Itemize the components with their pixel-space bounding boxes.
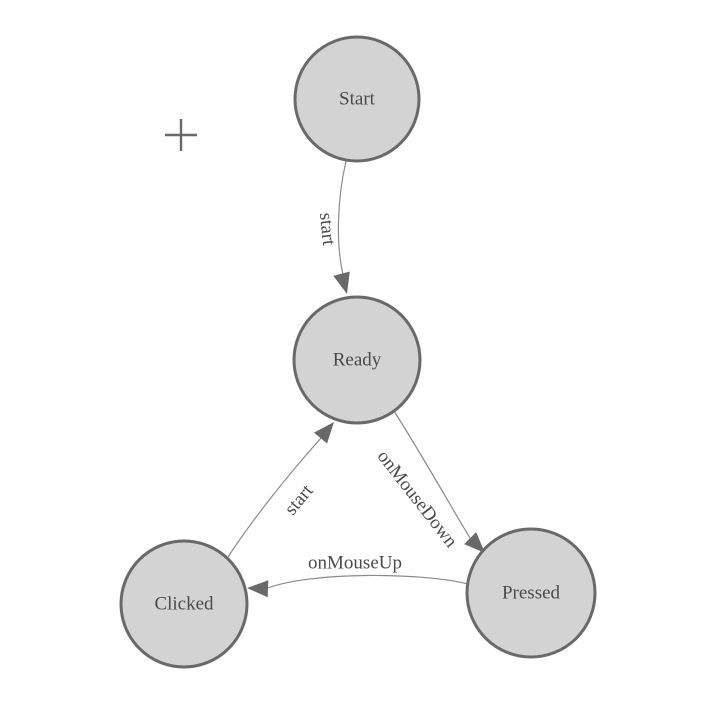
state-circle-ready xyxy=(292,295,422,425)
state-node-clicked[interactable]: Clicked xyxy=(119,539,249,669)
state-circle-start xyxy=(293,35,421,163)
transition-ready-to-pressed[interactable]: onMouseDown xyxy=(373,410,491,559)
arrowhead-icon-clicked-to-ready xyxy=(313,422,334,444)
state-circle-clicked xyxy=(119,539,249,669)
transition-line-ready-to-pressed xyxy=(393,410,471,539)
state-circle-pressed xyxy=(465,527,597,659)
state-label-pressed: Pressed xyxy=(502,583,561,604)
transition-line-pressed-to-clicked xyxy=(267,574,469,589)
transition-start-to-ready[interactable]: start xyxy=(315,160,355,296)
crosshair-cursor xyxy=(165,119,197,151)
state-label-ready: Ready xyxy=(333,350,382,371)
arrowhead-icon-pressed-to-clicked xyxy=(247,580,269,598)
state-label-clicked: Clicked xyxy=(154,594,214,615)
transition-label-clicked-to-ready: start xyxy=(280,480,318,519)
state-node-pressed[interactable]: Pressed xyxy=(465,527,597,659)
transition-label-start-to-ready: start xyxy=(315,212,339,247)
arrowhead-icon-ready-to-pressed xyxy=(464,532,485,553)
state-node-ready[interactable]: Ready xyxy=(292,295,422,425)
state-label-start: Start xyxy=(339,89,376,110)
arrowhead-icon-start-to-ready xyxy=(333,271,350,294)
transition-label-pressed-to-clicked: onMouseUp xyxy=(308,553,402,574)
transition-pressed-to-clicked[interactable]: onMouseUp xyxy=(247,553,469,598)
transition-line-clicked-to-ready xyxy=(227,437,322,558)
state-node-start[interactable]: Start xyxy=(293,35,421,163)
transition-clicked-to-ready[interactable]: start xyxy=(227,417,341,558)
transition-line-start-to-ready xyxy=(337,160,347,276)
transition-label-ready-to-pressed: onMouseDown xyxy=(373,446,462,552)
